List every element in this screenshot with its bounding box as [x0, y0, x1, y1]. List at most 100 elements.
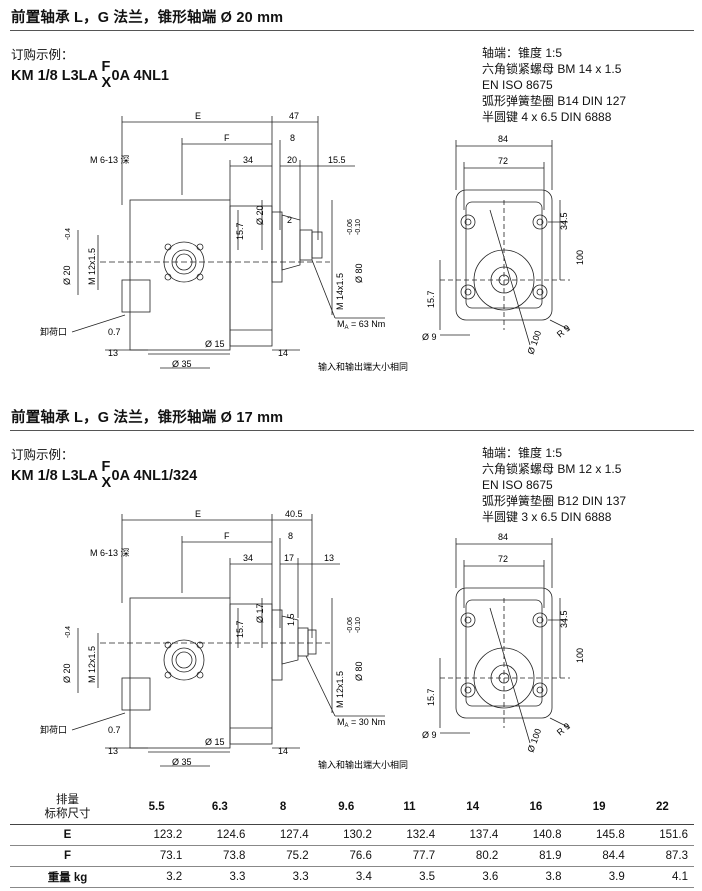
code-lower: X [101, 475, 112, 491]
flange-dia100: Ø 100 [525, 329, 543, 355]
flange-15-7: 15.7 [426, 290, 436, 308]
table-cell: 127.4 [251, 824, 315, 846]
torque-sub: A [345, 325, 349, 331]
header-label-1: 排量 [56, 794, 79, 806]
spec-line: 轴端：锥度 1:5 [482, 46, 563, 60]
dim-tol-a: -0.06 [347, 219, 354, 235]
spec-line: EN ISO 8675 [482, 78, 553, 92]
table-cell: 4.1 [630, 866, 694, 888]
flange-dia9: Ø 9 [422, 730, 437, 740]
dim-15-7: 15.7 [235, 620, 245, 638]
dim-dia80: Ø 80 [354, 661, 364, 681]
torque-value: = 30 Nm [349, 717, 386, 727]
dim-shaft: Ø 20 [255, 205, 265, 225]
table-cell: 140.8 [504, 824, 568, 846]
code-suffix: 0A 4NL1/324 [111, 468, 198, 484]
table-cell: 123.2 [125, 824, 189, 846]
table-size: 11 [377, 790, 442, 825]
flange-dia9: Ø 9 [422, 332, 437, 342]
dim-dia35: Ø 35 [172, 757, 192, 767]
flange-100: 100 [575, 648, 585, 663]
table-size: 19 [567, 790, 631, 825]
torque-m: M [337, 717, 345, 727]
table-size: 8 [251, 790, 315, 825]
dim-47: 47 [289, 111, 299, 121]
spec-line: EN ISO 8675 [482, 478, 553, 492]
flange-15-7: 15.7 [426, 688, 436, 706]
dim-8: 8 [290, 133, 295, 143]
dim-0-7: 0.7 [108, 327, 121, 337]
spec-line: 六角锁紧螺母 BM 14 x 1.5 [482, 62, 622, 76]
table-cell: 130.2 [314, 824, 378, 846]
table-size: 9.6 [314, 790, 378, 825]
flange-72: 72 [498, 156, 508, 166]
dim-tol-b: -0.10 [355, 219, 362, 235]
drain-label: 卸荷口 [40, 724, 67, 735]
table-size: 5.5 [125, 790, 189, 825]
dim-m14: M 14x1.5 [335, 273, 345, 310]
dim-13: 13 [108, 348, 118, 358]
dim-dia80: Ø 80 [354, 263, 364, 283]
dim-m12b: M 12x1.5 [335, 671, 345, 708]
dim-tol-b: -0.10 [355, 617, 362, 633]
dim-m12: M 12x1.5 [87, 248, 97, 285]
section1-specs: 轴端：锥度 1:5 六角锁紧螺母 BM 14 x 1.5 EN ISO 8675… [482, 45, 626, 125]
dim-dia15: Ø 15 [205, 339, 225, 349]
code-lower: X [101, 75, 112, 91]
torque-m: M [337, 319, 345, 329]
table-row: 重量 kg 3.2 3.3 3.3 3.4 3.5 3.6 3.8 3.9 4.… [10, 866, 694, 888]
table-header-label: 排量 标称尺寸 [10, 790, 125, 825]
spec-line: 弧形弹簧垫圈 B14 DIN 127 [482, 94, 627, 108]
drain-label: 卸荷口 [40, 326, 67, 337]
table-cell: 77.7 [377, 845, 442, 867]
section2-divider [10, 430, 694, 431]
table-cell: 73.1 [125, 845, 189, 867]
dim-14: 14 [278, 746, 288, 756]
table-cell: 73.8 [188, 845, 252, 867]
header-label-2: 标称尺寸 [44, 808, 91, 820]
flange-r9: R 9 [555, 721, 572, 738]
dim-tol-a: -0.06 [347, 617, 354, 633]
dim-15-7: 15.7 [235, 222, 245, 240]
table-cell: 151.6 [630, 824, 694, 846]
table-cell: 84.4 [567, 845, 631, 867]
flange-34-5: 34.5 [559, 212, 569, 230]
table-cell: 80.2 [441, 845, 505, 867]
section2-flange-drawing: 84 72 34.5 100 15.7 Ø 9 Ø 100 R 9 [422, 532, 585, 753]
row-label: 重量 kg [10, 866, 125, 888]
torque-label: MA = 30 Nm [337, 717, 385, 729]
dim-14: 14 [278, 348, 288, 358]
dim-2: 2 [287, 215, 292, 225]
dim-40-5: 40.5 [285, 509, 303, 519]
dim-F: F [224, 531, 230, 541]
dim-E: E [195, 111, 201, 121]
table-cell: 3.8 [504, 866, 568, 888]
flange-100: 100 [575, 250, 585, 265]
dim-dia20: Ø 20 [62, 663, 72, 683]
dim-0-7: 0.7 [108, 725, 121, 735]
section1-title: 前置轴承 L，G 法兰，锥形轴端 Ø 20 mm [11, 10, 284, 26]
table-row: E 123.2 124.6 127.4 130.2 132.4 137.4 14… [10, 824, 694, 846]
flange-72: 72 [498, 554, 508, 564]
dim-34: 34 [243, 553, 253, 563]
row-label: F [10, 845, 125, 867]
section1-order-label: 订购示例： [11, 48, 74, 62]
code-prefix: KM 1/8 L3LA [11, 468, 98, 484]
table-size: 16 [504, 790, 568, 825]
table-size: 6.3 [188, 790, 252, 825]
spec-line: 半圆键 4 x 6.5 DIN 6888 [482, 110, 612, 124]
dim-15-5: 15.5 [328, 155, 346, 165]
dim-tol: -0.4 [65, 626, 72, 638]
section2-order-label: 订购示例： [11, 448, 74, 462]
table-cell: 145.8 [567, 824, 631, 846]
table-header-row: 排量 标称尺寸 5.5 6.3 8 9.6 11 14 16 19 22 [10, 790, 694, 825]
section1-divider [10, 30, 694, 31]
dim-dia35: Ø 35 [172, 359, 192, 369]
dim-F: F [224, 133, 230, 143]
torque-value: = 63 Nm [349, 319, 386, 329]
table-cell: 3.4 [314, 866, 378, 888]
thread-depth: M 6-13 深 [90, 548, 130, 558]
